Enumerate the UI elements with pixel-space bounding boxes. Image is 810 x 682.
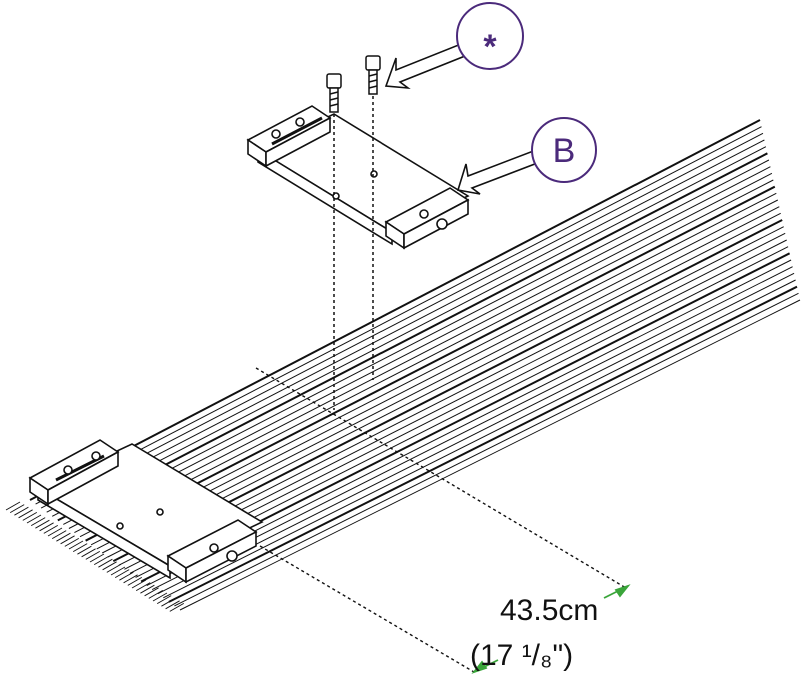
rail-line [168,285,798,603]
rail-line [74,172,773,534]
dimension-imperial-label: (17 ¹/₈") [470,639,573,672]
rail-line [163,279,796,599]
rail-hatch [156,595,172,604]
rail-hatch [51,530,67,539]
callout-asterisk: * [384,2,524,90]
rail-hatch [64,538,80,547]
rail-line [157,272,795,595]
rail-line [40,132,764,509]
rail-hatch [119,571,134,581]
screw-left [326,73,342,113]
rail-hatch [127,577,143,586]
rail-hatch [144,587,159,597]
rail-hatch [22,512,38,521]
rail-hatch [14,506,29,516]
rail-hatch [26,514,42,524]
dimension-arrows [471,584,631,674]
rail-line [79,179,774,538]
rail-hatch [39,522,54,532]
rail-hatch [30,517,46,526]
rail-hatch [106,564,122,573]
rail-line [29,119,761,501]
rail-line [151,266,793,591]
rail-hatch [161,597,176,607]
callout-b: B [456,117,597,195]
rail-hatch [77,545,92,555]
rail-line [179,299,801,611]
rail-line [51,146,767,517]
rail-hatch [169,603,185,612]
rail-hatch [5,501,21,511]
rail-hatch [148,590,164,599]
rail-hatch [102,561,117,571]
callout-b-label: B [553,132,576,170]
rail-line [46,139,765,513]
rail-hatch [135,582,151,591]
rail-line [57,152,768,522]
rail-line [174,292,799,607]
rail-hatch [140,584,155,594]
callout-asterisk-label: * [483,28,497,66]
rail-hatch [123,574,138,584]
rail-hatch [152,592,168,602]
rail-hatch [81,548,96,558]
rail-hatch [114,569,130,578]
rail-line [90,192,777,546]
rail-hatch [131,579,147,589]
rail-hatch [165,600,180,610]
rail-hatch [98,558,113,568]
rail-hatch [35,519,50,529]
rail-line [68,166,771,529]
rail-hatch [89,553,105,563]
rail-hatch [85,551,101,560]
rail-hatch [43,525,59,534]
dimension-extension-lines [255,367,627,673]
mounted-bracket [28,439,264,584]
screw-right [365,55,381,95]
rail-hatch [47,527,63,537]
rail-hatch [110,566,126,576]
dimension-metric-label: 43.5cm [500,594,598,627]
rail-line [63,159,770,525]
rail-hatch [93,556,109,565]
rail-hatch [72,543,88,552]
rail-hatch [60,535,75,545]
rail-profile [5,119,801,612]
bracket-b [246,105,470,250]
rail-hatch [56,532,71,542]
alignment-lines [333,96,374,410]
rail-hatch [68,540,84,550]
rail-hatch [18,509,33,519]
rail-line [35,126,762,505]
rail-hatch [9,504,25,513]
rail-line [85,185,776,542]
